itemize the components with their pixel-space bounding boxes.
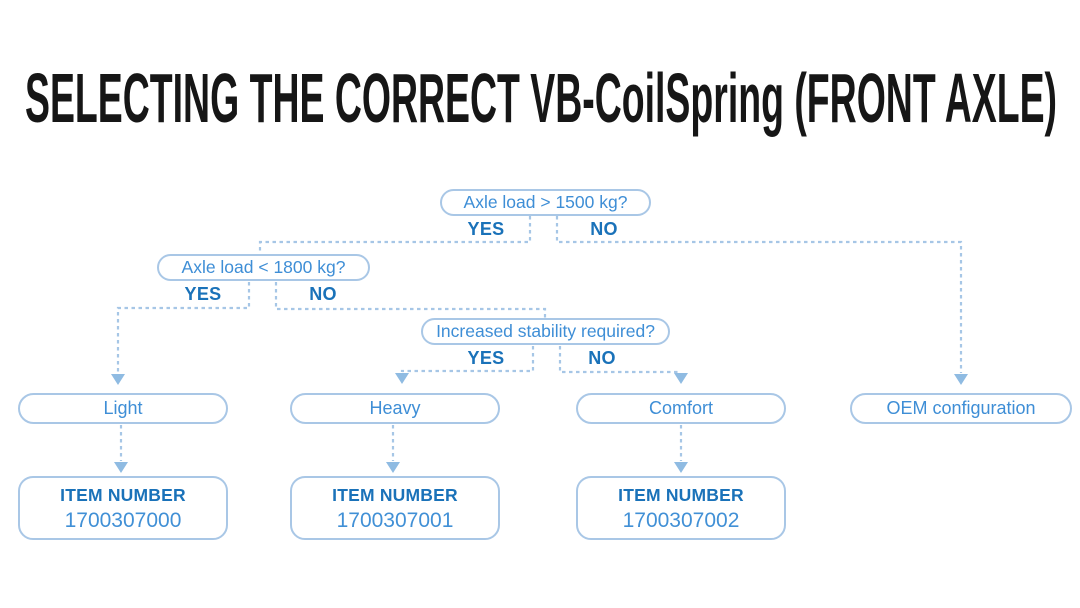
arrow-down-icon [954, 374, 968, 385]
decision-box-axle-load-1500: Axle load > 1500 kg? [440, 189, 651, 216]
result-box-light: Light [18, 393, 228, 424]
result-label: Comfort [648, 398, 713, 418]
item-number-value: 1700307001 [336, 508, 454, 532]
item-number-box-light: ITEM NUMBER 1700307000 [18, 476, 228, 540]
arrow-down-icon [386, 462, 400, 473]
decision-box-increased-stability: Increased stability required? [421, 318, 670, 345]
result-box-oem-configuration: OEM configuration [850, 393, 1072, 424]
no-label: NO [590, 219, 618, 239]
decision-question: Axle load > 1500 kg? [463, 192, 628, 212]
decision-question: Axle load < 1800 kg? [181, 257, 346, 277]
arrow-down-icon [674, 462, 688, 473]
arrow-down-icon [674, 373, 688, 384]
decision-question: Increased stability required? [436, 321, 655, 341]
item-number-label: ITEM NUMBER [332, 484, 458, 505]
item-number-label: ITEM NUMBER [618, 484, 744, 505]
item-number-box-heavy: ITEM NUMBER 1700307001 [290, 476, 500, 540]
result-box-heavy: Heavy [290, 393, 500, 424]
page-title: SELECTING THE CORRECT VB-CoilSpring (FRO… [25, 59, 1057, 137]
yes-label: YES [467, 348, 505, 368]
result-box-comfort: Comfort [576, 393, 786, 424]
item-number-value: 1700307002 [622, 508, 740, 532]
no-label: NO [588, 348, 616, 368]
yes-label: YES [184, 284, 222, 304]
result-label: OEM configuration [886, 398, 1036, 418]
arrow-down-icon [114, 462, 128, 473]
item-number-value: 1700307000 [64, 508, 182, 532]
yes-label: YES [467, 219, 505, 239]
arrow-down-icon [111, 374, 125, 385]
item-number-box-comfort: ITEM NUMBER 1700307002 [576, 476, 786, 540]
decision-box-axle-load-1800: Axle load < 1800 kg? [157, 254, 370, 281]
result-label: Light [103, 398, 143, 418]
arrow-down-icon [395, 373, 409, 384]
result-label: Heavy [369, 398, 421, 418]
no-label: NO [309, 284, 337, 304]
item-number-label: ITEM NUMBER [60, 484, 186, 505]
